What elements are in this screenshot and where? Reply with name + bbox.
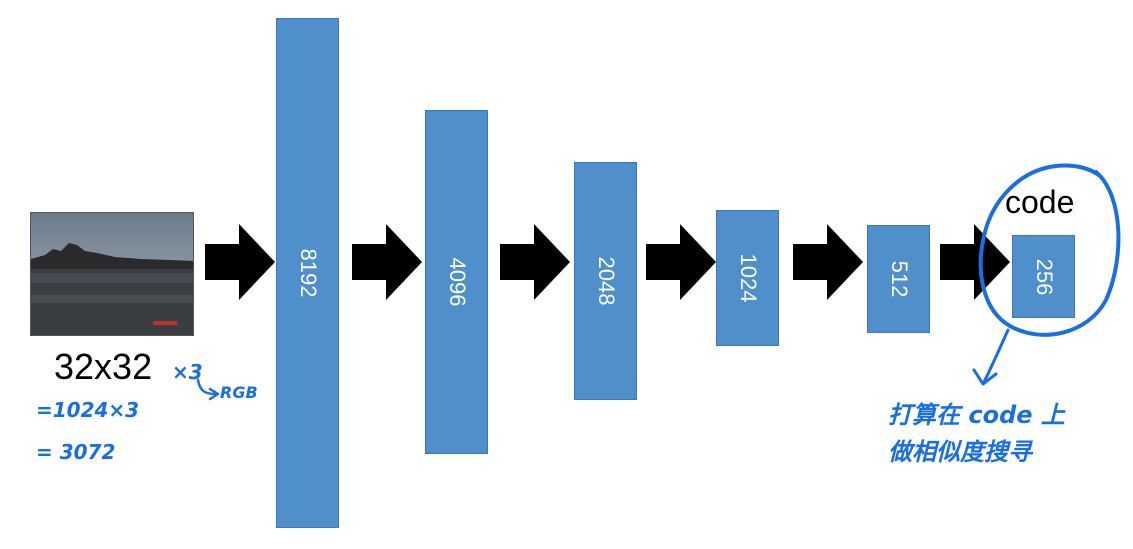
layer-2048: 2048 bbox=[574, 162, 637, 400]
layer-1024: 1024 bbox=[716, 210, 779, 346]
layer-8192: 8192 bbox=[276, 18, 339, 528]
arrow-right-icon bbox=[793, 224, 863, 300]
code-note-line-1: 打算在 code 上 bbox=[888, 401, 1065, 429]
input-image bbox=[30, 212, 194, 336]
arrow-right-icon bbox=[940, 224, 1010, 300]
note-arrow-icon bbox=[982, 328, 1010, 384]
annotation-rgb: RGB bbox=[220, 383, 258, 402]
code-circle-icon bbox=[978, 163, 1121, 337]
code-label: code bbox=[1005, 184, 1075, 220]
input-image-graphic bbox=[31, 213, 193, 335]
rgb-arrow-icon bbox=[196, 378, 218, 396]
annotation-calc-2: = 3072 bbox=[36, 440, 116, 464]
arrow-right-icon bbox=[352, 224, 422, 300]
layer-512: 512 bbox=[867, 225, 930, 333]
layer-256: 256 bbox=[1012, 235, 1075, 318]
rgb-arrowhead-icon bbox=[208, 387, 220, 401]
note-arrowhead-icon bbox=[972, 368, 998, 386]
arrow-right-icon bbox=[500, 224, 570, 300]
annotation-times-three: ×3 bbox=[172, 360, 203, 384]
annotation-calc-1: =1024×3 bbox=[36, 398, 140, 422]
input-dimensions: 32x32 bbox=[54, 346, 153, 387]
code-note-line-2: 做相似度搜寻 bbox=[888, 438, 1032, 466]
arrow-right-icon bbox=[646, 224, 716, 300]
arrow-right-icon bbox=[205, 224, 275, 300]
layer-4096: 4096 bbox=[425, 110, 488, 454]
